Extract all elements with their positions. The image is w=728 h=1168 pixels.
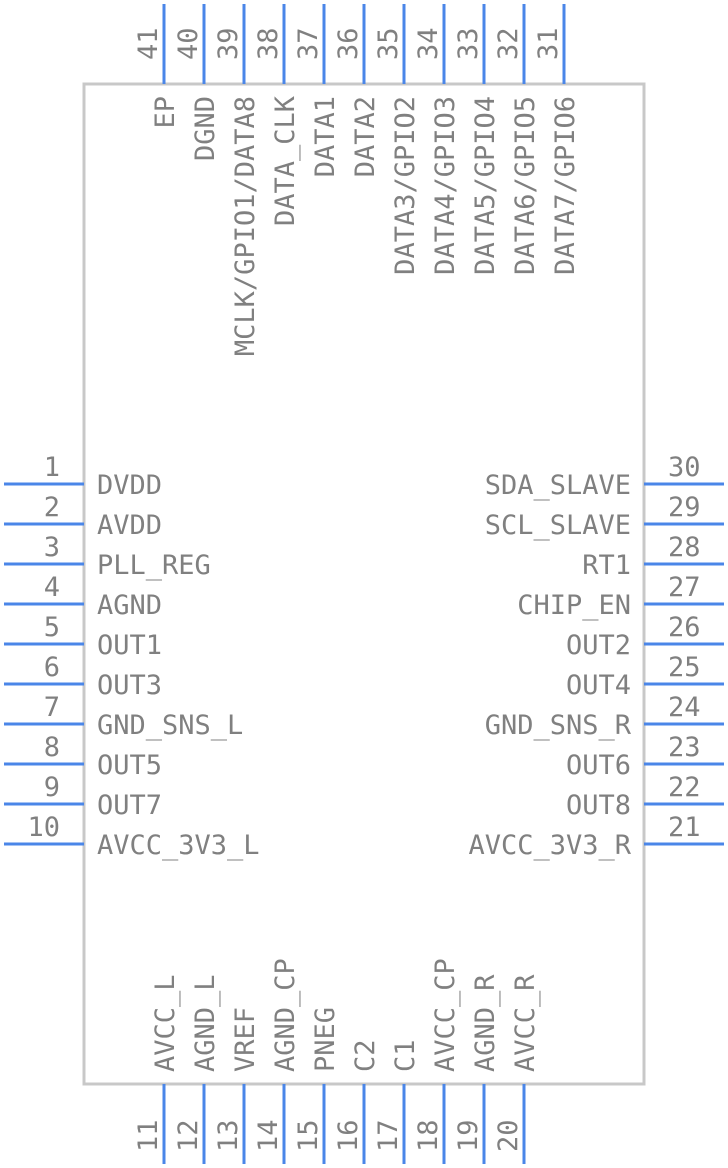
pin-8-number: 8 bbox=[44, 732, 60, 763]
pin-9-name: OUT7 bbox=[97, 790, 162, 821]
pin-1-name: DVDD bbox=[97, 470, 162, 501]
pin-11-number: 11 bbox=[133, 1119, 164, 1152]
pin-15-name: PNEG bbox=[310, 1007, 341, 1072]
pin-40-number: 40 bbox=[173, 27, 204, 60]
pin-23-number: 23 bbox=[668, 732, 701, 763]
pin-36-number: 36 bbox=[333, 27, 364, 60]
pin-14-name: AGND_CP bbox=[270, 958, 301, 1072]
pin-21-name: AVCC_3V3_R bbox=[468, 830, 631, 861]
pin-39-number: 39 bbox=[213, 27, 244, 60]
pin-41-number: 41 bbox=[133, 27, 164, 60]
pin-16-number: 16 bbox=[333, 1119, 364, 1152]
pin-32-name: DATA6/GPIO5 bbox=[510, 96, 541, 275]
pin-33-name: DATA5/GPIO4 bbox=[470, 96, 501, 275]
pin-5-name: OUT1 bbox=[97, 630, 162, 661]
pin-4-name: AGND bbox=[97, 590, 162, 621]
pin-13-name: VREF bbox=[230, 1007, 261, 1072]
pin-5-number: 5 bbox=[44, 612, 60, 643]
pin-22-name: OUT8 bbox=[566, 790, 631, 821]
pin-12-number: 12 bbox=[173, 1119, 204, 1152]
pin-29-number: 29 bbox=[668, 492, 701, 523]
pin-23-name: OUT6 bbox=[566, 750, 631, 781]
pin-36-name: DATA2 bbox=[350, 96, 381, 177]
pin-34-number: 34 bbox=[413, 27, 444, 60]
pin-29-name: SCL_SLAVE bbox=[485, 510, 631, 541]
pin-6-name: OUT3 bbox=[97, 670, 162, 701]
pin-16-name: C2 bbox=[350, 1039, 381, 1072]
pin-30-name: SDA_SLAVE bbox=[485, 470, 631, 501]
pin-37-number: 37 bbox=[293, 27, 324, 60]
pin-35-name: DATA3/GPIO2 bbox=[390, 96, 421, 275]
pin-13-number: 13 bbox=[213, 1119, 244, 1152]
pin-30-number: 30 bbox=[668, 452, 701, 483]
pin-38-number: 38 bbox=[253, 27, 284, 60]
pin-10-name: AVCC_3V3_L bbox=[97, 830, 260, 861]
pin-40-name: DGND bbox=[190, 96, 221, 161]
pin-24-number: 24 bbox=[668, 692, 701, 723]
pin-39-name: MCLK/GPIO1/DATA8 bbox=[230, 96, 261, 356]
pin-32-number: 32 bbox=[493, 27, 524, 60]
pin-25-number: 25 bbox=[668, 652, 701, 683]
pin-27-number: 27 bbox=[668, 572, 701, 603]
ic-body bbox=[82, 82, 646, 1086]
pin-37-name: DATA1 bbox=[310, 96, 341, 177]
pin-18-number: 18 bbox=[413, 1119, 444, 1152]
pin-9-number: 9 bbox=[44, 772, 60, 803]
pin-2-name: AVDD bbox=[97, 510, 162, 541]
pin-31-number: 31 bbox=[533, 27, 564, 60]
pin-20-name: AVCC_R bbox=[510, 974, 541, 1072]
pin-14-number: 14 bbox=[253, 1119, 284, 1152]
pin-2-number: 2 bbox=[44, 492, 60, 523]
pin-7-name: GND_SNS_L bbox=[97, 710, 243, 741]
pin-35-number: 35 bbox=[373, 27, 404, 60]
pin-34-name: DATA4/GPIO3 bbox=[430, 96, 461, 275]
pin-24-name: GND_SNS_R bbox=[485, 710, 632, 741]
pin-17-number: 17 bbox=[373, 1119, 404, 1152]
pin-8-name: OUT5 bbox=[97, 750, 162, 781]
pin-41-name: EP bbox=[150, 96, 181, 129]
pin-28-number: 28 bbox=[668, 532, 701, 563]
pin-31-name: DATA7/GPIO6 bbox=[550, 96, 581, 275]
pin-4-number: 4 bbox=[44, 572, 60, 603]
pin-11-name: AVCC_L bbox=[150, 974, 181, 1072]
pin-18-name: AVCC_CP bbox=[430, 958, 461, 1072]
pin-15-number: 15 bbox=[293, 1119, 324, 1152]
pin-7-number: 7 bbox=[44, 692, 60, 723]
pin-1-number: 1 bbox=[44, 452, 60, 483]
pin-21-number: 21 bbox=[668, 812, 701, 843]
pin-33-number: 33 bbox=[453, 27, 484, 60]
pin-10-number: 10 bbox=[27, 812, 60, 843]
pin-3-number: 3 bbox=[44, 532, 60, 563]
pin-25-name: OUT4 bbox=[566, 670, 631, 701]
pin-17-name: C1 bbox=[390, 1039, 421, 1072]
pin-28-name: RT1 bbox=[582, 550, 631, 581]
pin-19-name: AGND_R bbox=[470, 974, 501, 1072]
pin-22-number: 22 bbox=[668, 772, 701, 803]
pin-38-name: DATA_CLK bbox=[270, 95, 301, 226]
pin-26-name: OUT2 bbox=[566, 630, 631, 661]
pin-3-name: PLL_REG bbox=[97, 550, 211, 581]
pin-19-number: 19 bbox=[453, 1119, 484, 1152]
pin-26-number: 26 bbox=[668, 612, 701, 643]
pin-6-number: 6 bbox=[44, 652, 60, 683]
pin-20-number: 20 bbox=[493, 1119, 524, 1152]
pin-12-name: AGND_L bbox=[190, 974, 221, 1072]
pin-27-name: CHIP_EN bbox=[517, 590, 631, 621]
